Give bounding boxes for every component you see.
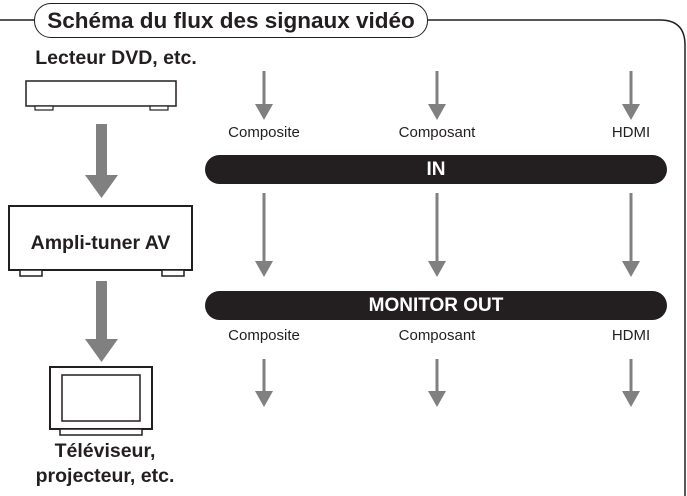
down-arrow-icon <box>428 359 446 407</box>
down-arrow-icon <box>622 359 640 407</box>
amplifier-box <box>8 205 193 277</box>
input-port-hdmi: HDMI <box>611 124 651 141</box>
tv-icon <box>49 366 153 436</box>
down-arrow-icon <box>255 193 273 277</box>
dvd-player-icon <box>25 80 177 111</box>
diagram-title: Schéma du flux des signaux vidéo <box>34 3 428 38</box>
down-arrow-icon <box>85 281 118 362</box>
display-label-line2: projecteur, etc. <box>35 465 175 487</box>
input-port-composite: Composite <box>228 124 300 141</box>
down-arrow-icon <box>255 71 273 120</box>
output-bar <box>205 291 667 320</box>
outer-frame <box>0 19 686 496</box>
down-arrow-icon <box>428 71 446 120</box>
display-label-line1: Téléviseur, <box>54 440 156 462</box>
down-arrow-icon <box>85 124 118 198</box>
down-arrow-icon <box>428 193 446 277</box>
output-bar-label: MONITOR OUT <box>368 294 504 316</box>
source-label: Lecteur DVD, etc. <box>35 47 197 69</box>
down-arrow-icon <box>622 193 640 277</box>
amplifier-label: Ampli-tuner AV <box>30 232 171 254</box>
down-arrow-icon <box>622 71 640 120</box>
input-bar <box>205 155 667 184</box>
signal-arrows <box>255 71 640 407</box>
display-label: Téléviseur, projecteur, etc. <box>0 439 210 489</box>
input-bar-label: IN <box>426 158 446 180</box>
input-port-component: Composant <box>398 124 476 141</box>
output-port-component: Composant <box>398 327 476 344</box>
output-port-hdmi: HDMI <box>611 327 651 344</box>
down-arrow-icon <box>255 359 273 407</box>
output-port-composite: Composite <box>228 327 300 344</box>
